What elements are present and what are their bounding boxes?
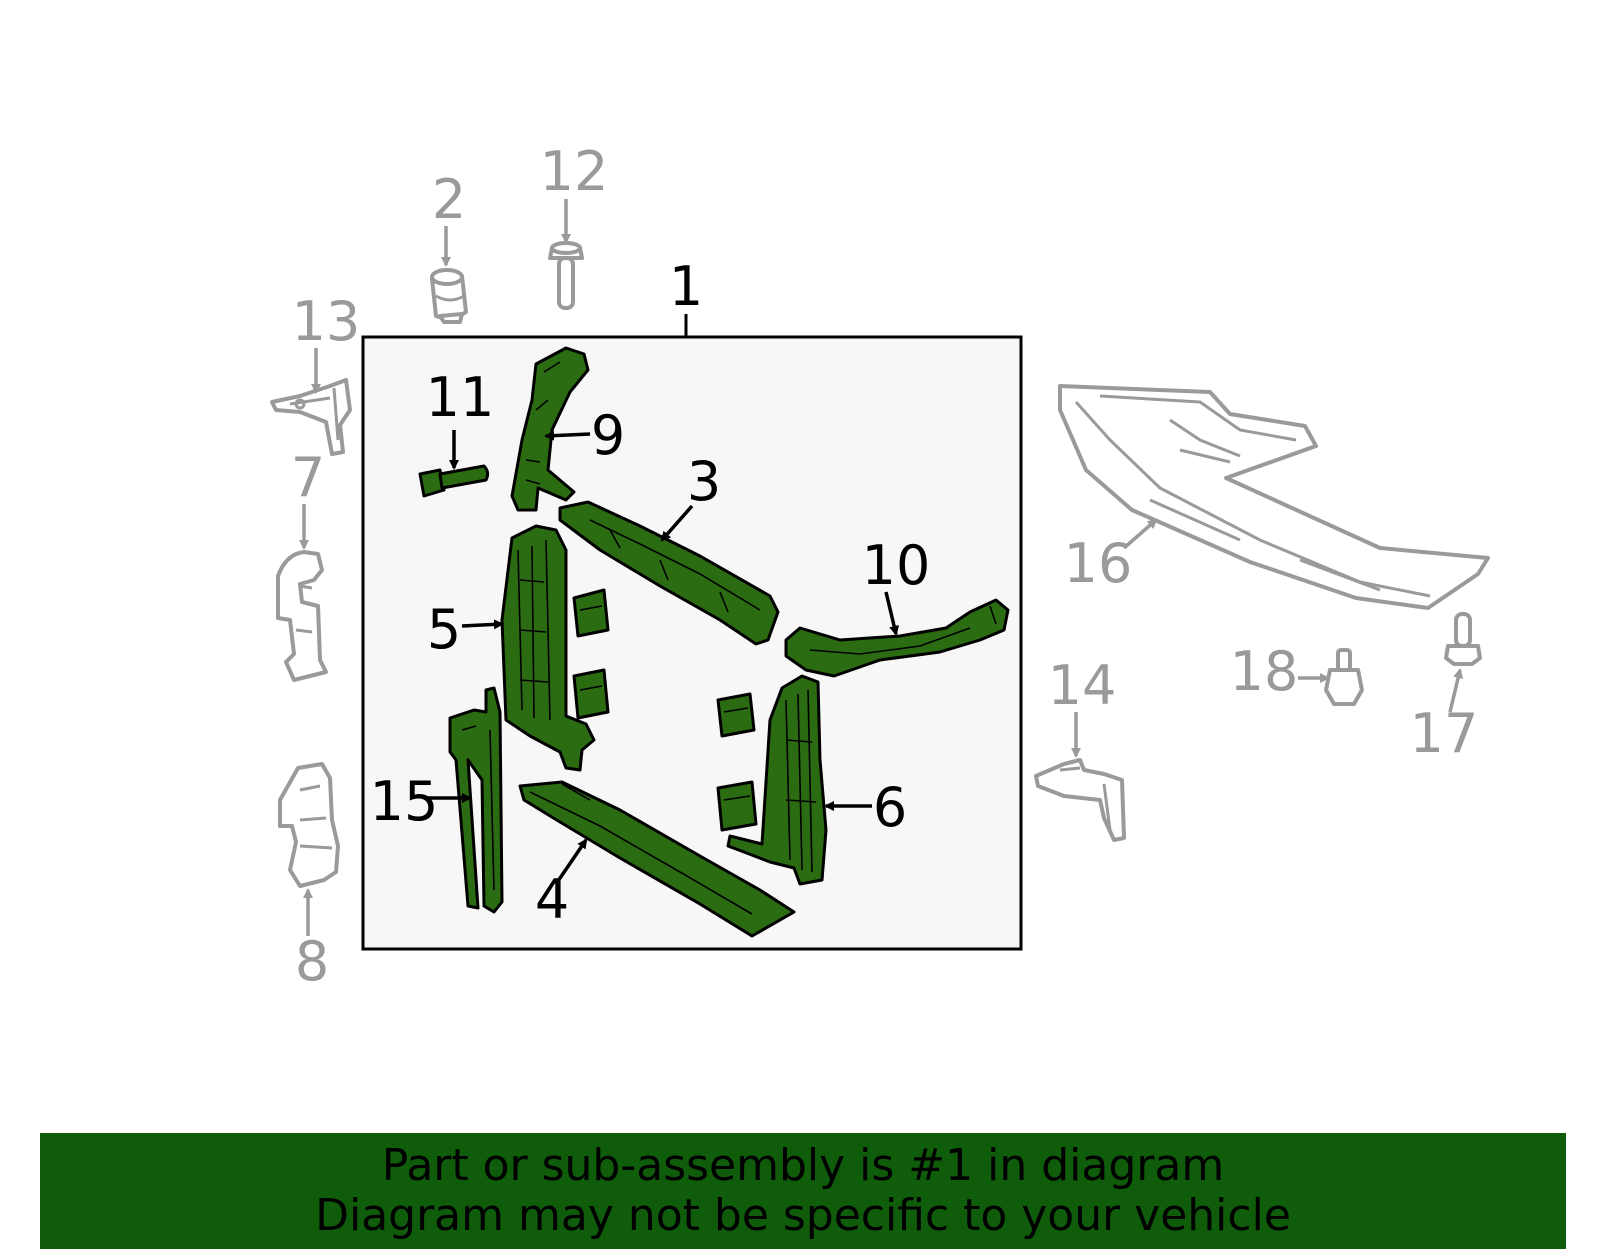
part-10-lock-support[interactable]: [784, 598, 1010, 678]
callout-2: 2: [432, 168, 466, 231]
callout-12: 12: [540, 140, 609, 203]
footer-line-2: Diagram may not be specific to your vehi…: [315, 1190, 1291, 1241]
callout-14: 14: [1048, 654, 1117, 717]
part-5-arrow: [461, 619, 504, 630]
callout-6: 6: [873, 776, 907, 839]
callout-13: 13: [292, 290, 361, 353]
part-2-bushing[interactable]: [430, 268, 468, 324]
part-3-arrow: [660, 504, 694, 542]
part-5-left-side-member[interactable]: [500, 524, 610, 772]
part-6-right-side-member[interactable]: [716, 674, 828, 886]
part-13-bracket[interactable]: [270, 378, 352, 456]
part-4-arrow: [554, 838, 588, 885]
part-15-brace[interactable]: [448, 686, 504, 914]
part-17-clip[interactable]: [1444, 612, 1482, 666]
part-16-under-cover[interactable]: [1058, 384, 1490, 610]
part-14-bracket[interactable]: [1034, 758, 1126, 842]
part-9-arrow: [544, 430, 591, 441]
part-4-lower-cross-member[interactable]: [518, 780, 796, 938]
callout-17: 17: [1410, 702, 1479, 765]
part-12-bolt[interactable]: [548, 241, 584, 310]
callout-3: 3: [687, 450, 721, 513]
part-10-arrow: [884, 591, 900, 636]
callout-18: 18: [1230, 640, 1299, 703]
callout-7: 7: [291, 446, 325, 509]
part-16-arrow: [1122, 518, 1158, 550]
footer-banner: Part or sub-assembly is #1 in diagram Di…: [40, 1133, 1566, 1249]
callout-11: 11: [426, 366, 495, 429]
part-9-upper-support[interactable]: [510, 346, 590, 512]
callout-4: 4: [535, 868, 569, 931]
footer-line-1: Part or sub-assembly is #1 in diagram: [381, 1140, 1225, 1191]
part-8-bracket[interactable]: [278, 762, 340, 888]
part-17-arrow: [1448, 668, 1464, 713]
callout-16: 16: [1064, 532, 1133, 595]
part-11-bolt[interactable]: [418, 464, 490, 498]
part-7-bracket[interactable]: [276, 550, 328, 682]
part-18-clip[interactable]: [1324, 648, 1364, 706]
callout-1: 1: [669, 255, 703, 318]
part-3-upper-tie-bar[interactable]: [558, 500, 780, 646]
callout-8: 8: [295, 930, 329, 993]
callout-10: 10: [862, 534, 931, 597]
callout-15: 15: [370, 770, 439, 833]
callout-9: 9: [591, 404, 625, 467]
callout-5: 5: [427, 598, 461, 661]
